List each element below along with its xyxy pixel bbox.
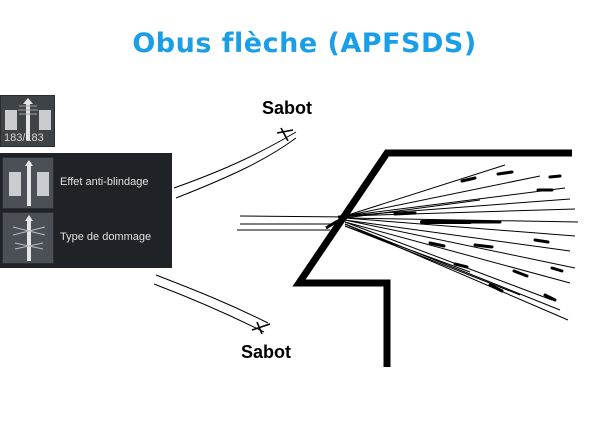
sabot-label-bottom: Sabot [241,342,292,362]
sabot-trajectory-top-b [175,137,297,199]
spall-fragment-dashes [393,170,564,302]
apfsds-shell-icon [5,98,51,140]
panel-row-armor-effect[interactable]: Effet anti-blindage [0,157,172,211]
sabot-label-top: Sabot [262,98,313,118]
sabot-trajectory-bottom-b [153,283,265,333]
diagram-title: Obus flèche (APFSDS) [132,28,477,59]
armor-effect-icon [2,157,54,209]
sabot-marker-bottom [251,321,271,335]
ammo-slot[interactable]: 183/183 [0,95,55,147]
armor-plate-outline [292,149,572,367]
spall-fragments [344,164,579,321]
panel-row-damage-type[interactable]: Type de dommage [0,212,172,266]
penetrator-rod-a [239,215,351,218]
sabot-trajectory-top-a [173,131,297,189]
shell-info-panel: Effet anti-blindage Type de dommage [0,153,172,268]
damage-type-icon [2,212,54,264]
ammo-count: 183/183 [4,132,44,144]
sabot-marker-top [276,127,294,142]
panel-row-label: Effet anti-blindage [60,176,149,188]
panel-row-label: Type de dommage [60,231,152,243]
sabot-trajectory-bottom-a [155,274,269,324]
impact-point [325,216,347,230]
